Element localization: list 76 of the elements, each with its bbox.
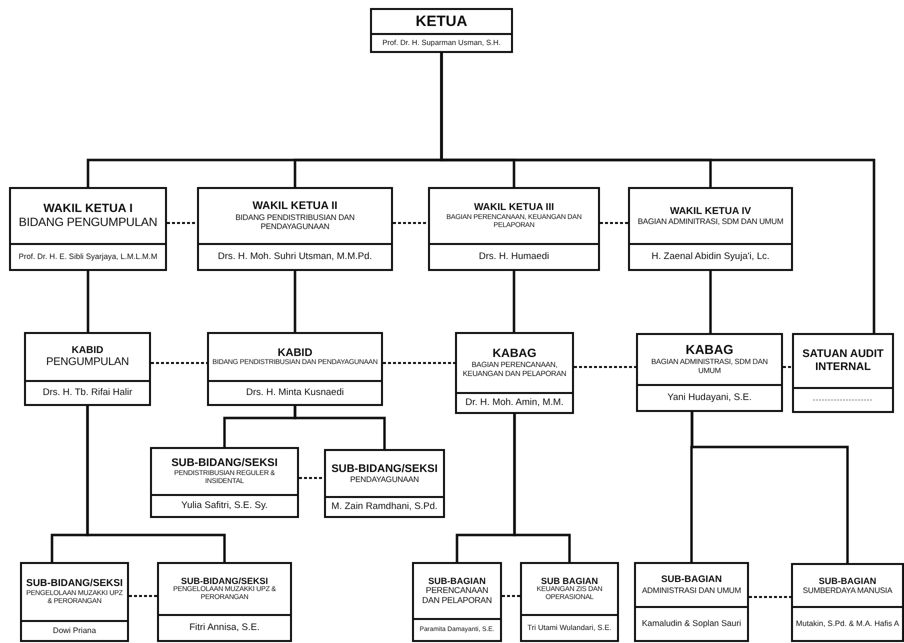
position-title: WAKIL KETUA III bbox=[474, 202, 554, 214]
org-box bbox=[634, 562, 749, 642]
org-box bbox=[157, 562, 292, 642]
unit-name: ADMINISTRASI DAN UMUM bbox=[642, 586, 741, 596]
person-name: H. Zaenal Abidin Syuja'i, Lc. bbox=[630, 243, 791, 269]
connector-line bbox=[86, 271, 90, 332]
org-box bbox=[628, 187, 793, 271]
org-box bbox=[412, 562, 502, 642]
position-title: KABAG bbox=[492, 347, 536, 362]
position-title: KABID bbox=[72, 344, 104, 356]
unit-name: BIDANG PENGUMPULAN bbox=[18, 216, 158, 230]
org-box bbox=[455, 332, 574, 414]
person-name: Drs. H. Tb. Rifai Halir bbox=[26, 380, 149, 404]
position-title: SUB-BAGIAN bbox=[428, 576, 486, 586]
connector-line bbox=[513, 414, 571, 562]
person-name: Yani Hudayani, S.E. bbox=[638, 384, 781, 410]
position-title: SUB-BIDANG/SEKSI bbox=[26, 578, 123, 590]
connector-line bbox=[294, 271, 296, 332]
position-title: SUB-BAGIAN bbox=[818, 576, 876, 586]
org-box bbox=[792, 333, 894, 413]
person-name: Kamaludin & Soplan Sauri bbox=[636, 606, 747, 640]
unit-name: PENGUMPULAN bbox=[46, 356, 129, 370]
dashed-connector bbox=[502, 595, 520, 597]
person-name: Dr. H. Moh. Amin, M.M. bbox=[457, 392, 572, 412]
connector-line bbox=[709, 271, 712, 333]
person-name: Yulia Safitri, S.E. Sy. bbox=[152, 494, 297, 516]
person-name: Fitri Annisa, S.E. bbox=[159, 614, 290, 640]
person-name: Drs. H. Minta Kusnaedi bbox=[209, 380, 381, 404]
org-box bbox=[636, 333, 783, 412]
person-name: Dowi Priana bbox=[22, 620, 127, 640]
person-name: Drs. H. Moh. Suhri Utsman, M.M.Pd. bbox=[199, 243, 391, 269]
dashed-connector bbox=[600, 222, 628, 224]
org-box bbox=[197, 187, 393, 271]
position-title: SATUAN AUDIT INTERNAL bbox=[801, 348, 885, 374]
dashed-connector bbox=[167, 222, 197, 224]
dashed-connector bbox=[151, 362, 207, 364]
position-title: SUB BAGIAN bbox=[540, 576, 598, 586]
position-title: SUB-BIDANG/SEKSI bbox=[331, 462, 438, 476]
dashed-connector bbox=[749, 596, 791, 598]
unit-name: BIDANG PENDISTRIBUSIAN DAN PENDAYAGUNAAN bbox=[234, 213, 356, 232]
connector-line bbox=[440, 53, 876, 333]
dashed-connector bbox=[393, 222, 428, 224]
unit-name: SUMBERDAYA MANUSIA bbox=[802, 586, 892, 596]
position-title: SUB-BAGIAN bbox=[661, 574, 722, 586]
person-name: Drs. H. Humaedi bbox=[430, 243, 598, 269]
org-box bbox=[520, 562, 619, 642]
connector-line bbox=[294, 406, 386, 449]
position-title: SUB-BIDANG/SEKSI bbox=[171, 457, 278, 470]
org-box bbox=[370, 8, 513, 53]
org-box bbox=[9, 187, 167, 271]
org-box bbox=[324, 449, 445, 518]
position-title: WAKIL KETUA IV bbox=[670, 206, 752, 218]
dashed-connector bbox=[129, 595, 157, 597]
connector-line bbox=[86, 406, 226, 562]
org-box bbox=[791, 563, 904, 642]
dashed-connector bbox=[383, 362, 455, 364]
dashed-connector bbox=[574, 366, 636, 368]
org-box bbox=[150, 447, 299, 518]
connector-line bbox=[690, 412, 849, 563]
dashed-connector bbox=[299, 477, 324, 479]
position-title: WAKIL KETUA I bbox=[43, 202, 133, 216]
dashed-connector bbox=[783, 366, 792, 368]
position-title: KETUA bbox=[416, 12, 468, 30]
person-name: M. Zain Ramdhani, S.Pd. bbox=[326, 496, 443, 516]
org-box bbox=[20, 562, 129, 642]
unit-name: PENDAYAGUNAAN bbox=[350, 475, 419, 484]
position-title: SUB-BIDANG/SEKSI bbox=[180, 576, 268, 586]
org-box bbox=[207, 332, 383, 406]
org-box bbox=[428, 187, 600, 271]
position-title: KABAG bbox=[686, 343, 734, 358]
position-title: WAKIL KETUA II bbox=[252, 200, 338, 214]
position-title: KABID bbox=[278, 346, 312, 359]
unit-name: BAGIAN ADMINITRASI, SDM DAN UMUM bbox=[638, 217, 784, 226]
org-box bbox=[24, 332, 151, 406]
unit-name: PERENCANAAN DAN PELAPORAN bbox=[421, 586, 493, 606]
connector-line bbox=[512, 271, 516, 332]
